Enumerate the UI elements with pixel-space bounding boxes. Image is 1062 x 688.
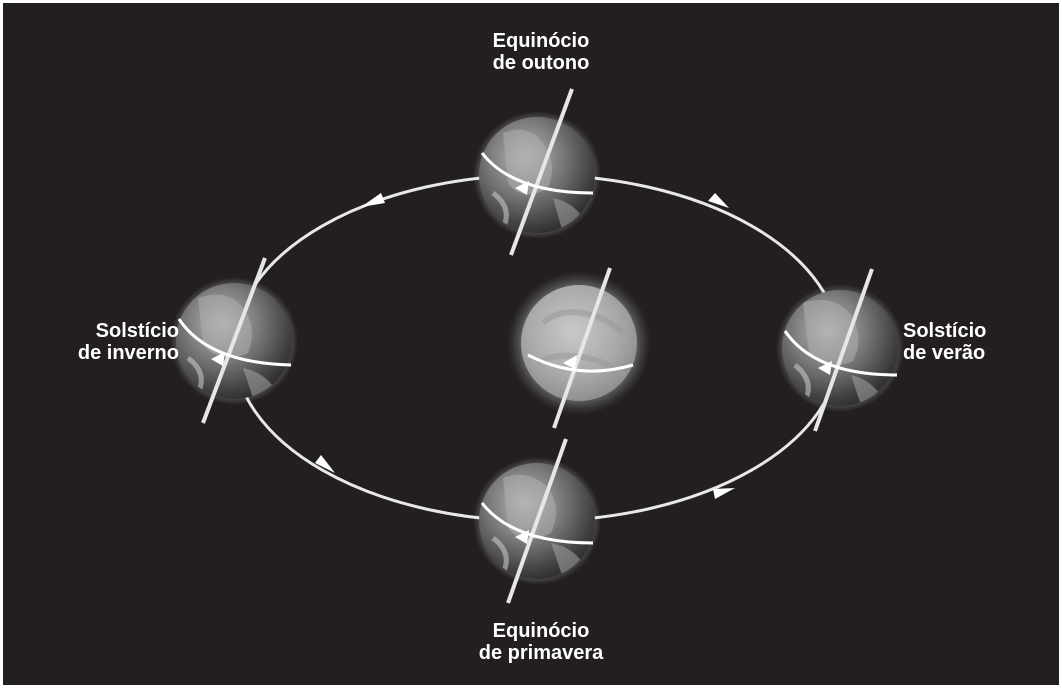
label-summer-solstice-line1: Solstício bbox=[903, 320, 1043, 342]
label-winter-solstice: Solstício de inverno bbox=[19, 320, 179, 364]
label-summer-solstice-line2: de verão bbox=[903, 342, 1043, 364]
label-spring-equinox-line1: Equinócio bbox=[441, 620, 641, 642]
earth-winter-solstice bbox=[170, 258, 298, 423]
orbit-arrow-top-left bbox=[361, 193, 385, 207]
label-spring-equinox-line2: de primavera bbox=[441, 642, 641, 664]
earth-spring-equinox bbox=[473, 439, 601, 603]
label-winter-solstice-line2: de inverno bbox=[19, 342, 179, 364]
label-spring-equinox: Equinócio de primavera bbox=[441, 620, 641, 664]
diagram-stage: Equinócio de outono Equinócio de primave… bbox=[3, 3, 1059, 685]
earth-summer-solstice bbox=[776, 269, 904, 431]
orbit-arrow-bottom-right bbox=[713, 488, 735, 499]
earth-autumn-equinox bbox=[473, 89, 601, 255]
sun bbox=[507, 268, 651, 428]
label-summer-solstice: Solstício de verão bbox=[903, 320, 1043, 364]
label-autumn-equinox-line1: Equinócio bbox=[441, 30, 641, 52]
label-autumn-equinox: Equinócio de outono bbox=[441, 30, 641, 74]
label-winter-solstice-line1: Solstício bbox=[19, 320, 179, 342]
label-autumn-equinox-line2: de outono bbox=[441, 52, 641, 74]
